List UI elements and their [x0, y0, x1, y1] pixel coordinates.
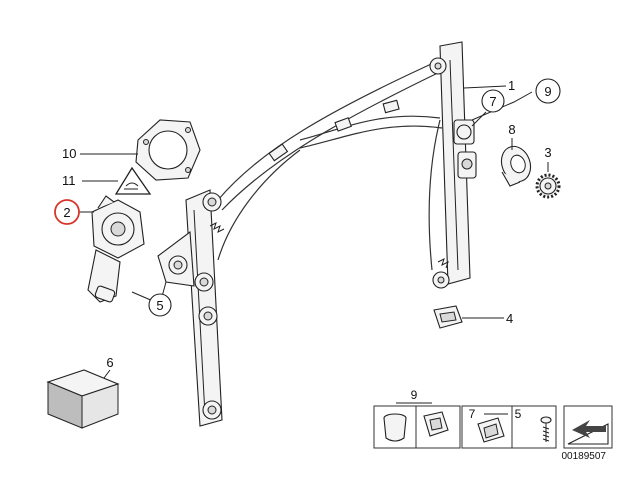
clip-part-4[interactable]	[433, 305, 463, 329]
parts-legend: 9 7 5	[373, 388, 613, 462]
callout-8[interactable]: 8	[508, 122, 515, 137]
box-part-6[interactable]	[46, 369, 120, 429]
callout-3[interactable]: 3	[544, 145, 551, 160]
callout-5[interactable]: 5	[148, 293, 172, 317]
leader-lines	[76, 85, 549, 379]
callout-2-highlight-ring	[54, 199, 80, 225]
callout-4-label: 4	[506, 311, 513, 326]
motor-gasket[interactable]	[135, 119, 201, 181]
callout-9-label: 9	[544, 84, 551, 99]
callout-2-highlighted[interactable]: 2	[54, 199, 80, 225]
legend-number-7: 7	[469, 407, 476, 421]
callout-10-label: 10	[62, 146, 76, 161]
callout-7[interactable]: 7	[481, 89, 505, 113]
callout-4[interactable]: 4	[506, 311, 513, 326]
callout-10[interactable]: 10	[62, 146, 76, 161]
cap-icon	[383, 413, 407, 442]
callout-5-label: 5	[156, 298, 163, 313]
callout-3-label: 3	[544, 145, 551, 160]
legend-number-5: 5	[515, 407, 522, 421]
callout-1[interactable]: 1	[508, 78, 515, 93]
callout-2-label: 2	[63, 205, 70, 220]
legend-number-9: 9	[411, 388, 418, 402]
wedge-arrow-icon	[567, 420, 609, 445]
callout-6-label: 6	[106, 355, 113, 370]
callout-8-label: 8	[508, 122, 515, 137]
clip-icon	[477, 417, 505, 443]
warning-label[interactable]	[114, 166, 152, 195]
screw-icon	[540, 416, 552, 442]
callout-11[interactable]: 11	[62, 173, 76, 188]
gear-part-3[interactable]	[535, 173, 561, 199]
diagram-code: 00189507	[562, 451, 607, 462]
callout-9[interactable]: 9	[535, 78, 561, 104]
callout-1-label: 1	[508, 78, 515, 93]
callout-11-label: 11	[62, 173, 76, 188]
window-regulator-assembly[interactable]	[157, 41, 477, 427]
callout-7-label: 7	[489, 94, 496, 109]
bushing-part-8[interactable]	[497, 142, 536, 187]
window-motor[interactable]	[87, 195, 145, 303]
callout-6[interactable]: 6	[106, 355, 113, 370]
clip-icon	[423, 411, 449, 437]
